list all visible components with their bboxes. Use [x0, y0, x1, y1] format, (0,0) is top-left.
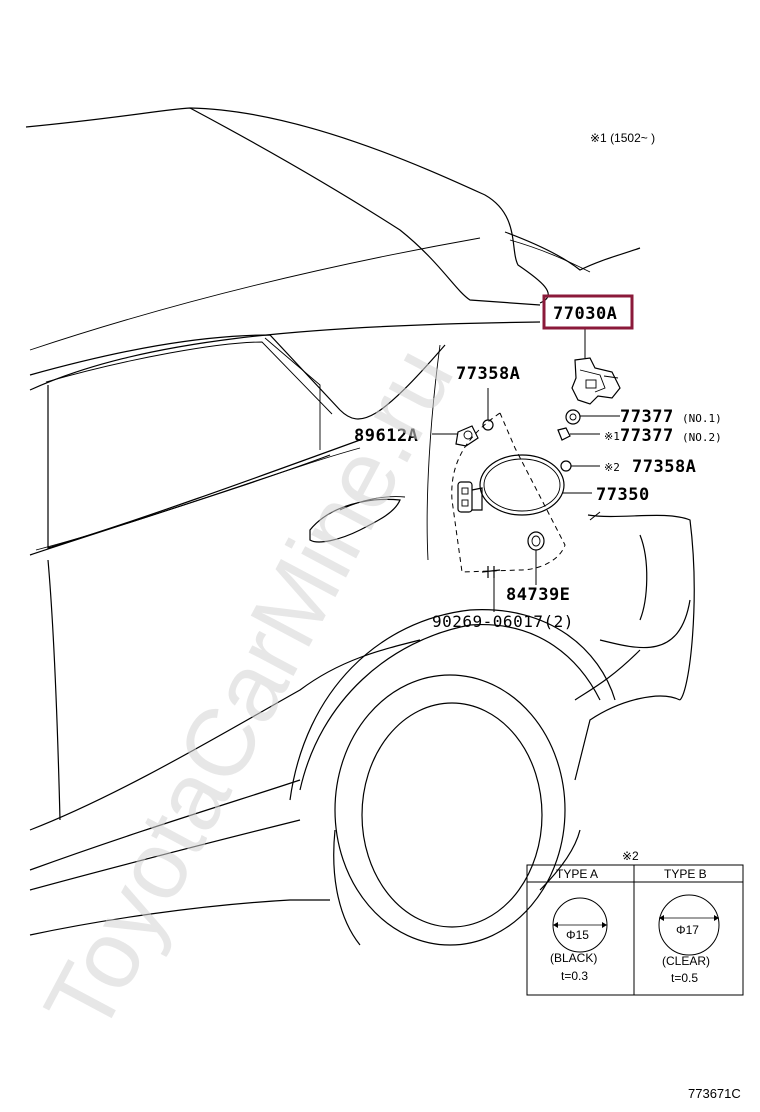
leader-lines [432, 328, 620, 612]
watermark: ToyotaCarMine.ru [24, 331, 474, 1050]
part-label-89612A[interactable]: 89612A [354, 426, 418, 446]
part-label-90269[interactable]: 90269-06017(2) [432, 612, 574, 631]
type-b-thickness: t=0.5 [671, 971, 698, 985]
part-label-77358A-right[interactable]: 77358A [632, 457, 696, 477]
cushion-right-icon [560, 460, 572, 472]
fuel-lid-shape [479, 454, 565, 516]
part-label-77377-no1[interactable]: 77377 [620, 407, 674, 427]
part-illustrations [455, 357, 621, 578]
spec-table-title: ※2 [622, 849, 639, 863]
type-a-color: (BLACK) [550, 951, 597, 965]
actuator-icon [455, 425, 479, 447]
part-label-77358A-top[interactable]: 77358A [456, 364, 520, 384]
type-b-color: (CLEAR) [662, 954, 710, 968]
car-body-outline [25, 107, 695, 946]
spec-table: ※2 TYPE A TYPE B Φ15 (BLACK) t=0.3 Φ17 (… [526, 849, 744, 996]
part-label-77377-no1-suffix: (NO.1) [682, 412, 722, 425]
grommet-icon [565, 409, 581, 425]
part-label-77358A-right-prefix: ※2 [604, 461, 620, 474]
screw-icon [481, 566, 501, 578]
lock-assembly-icon [571, 357, 621, 405]
highlight-box [542, 294, 634, 330]
type-a-diameter: Φ15 [566, 928, 589, 942]
period-note: ※1 (1502~ ) [590, 131, 655, 145]
type-b-header: TYPE B [664, 867, 707, 881]
part-label-77377-no2-prefix: ※1 [604, 430, 620, 443]
type-a-thickness: t=0.3 [561, 969, 588, 983]
type-a-header: TYPE A [556, 867, 598, 881]
clip-icon [557, 427, 571, 441]
type-b-diameter: Φ17 [676, 923, 699, 937]
bumper-cushion-icon [527, 531, 545, 551]
diagram-id: 773671C [688, 1086, 741, 1101]
part-labels: 77030A 77358A 89612A 77377 (NO.1) ※1 773… [354, 304, 722, 631]
part-label-77377-no2-suffix: (NO.2) [682, 431, 722, 444]
fuel-door-area [451, 412, 566, 573]
part-label-77377-no2[interactable]: 77377 [620, 426, 674, 446]
part-label-77350[interactable]: 77350 [596, 485, 650, 505]
part-label-77030A[interactable]: 77030A [553, 304, 617, 324]
part-label-84739E[interactable]: 84739E [506, 585, 570, 605]
